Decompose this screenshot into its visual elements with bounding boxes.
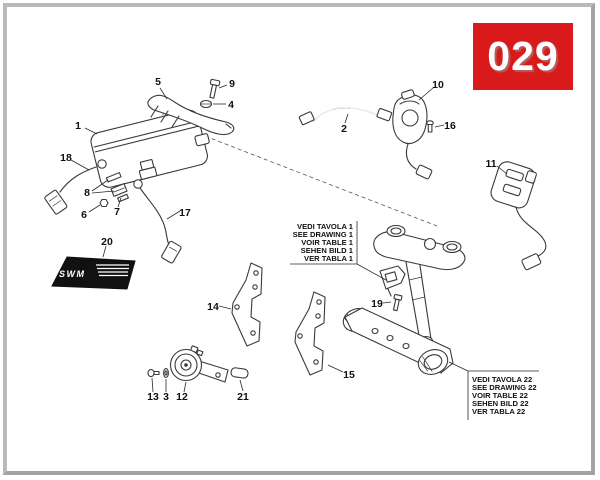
- part-top-triple-clamp: [373, 224, 466, 271]
- part-bolt-13: [147, 368, 160, 378]
- part-spacer-7: [117, 193, 129, 203]
- page-badge: 029: [473, 23, 573, 90]
- part-switch-11: [490, 161, 547, 271]
- part-spacer-21: [230, 367, 249, 379]
- part-cable-17: [133, 179, 182, 264]
- callout-19: 19: [371, 298, 383, 310]
- note-line: VER TABLA 1: [304, 254, 353, 263]
- note-line: SEHEN BILD 22: [472, 399, 529, 408]
- part-bottom-triple-clamp: [342, 307, 454, 375]
- callout-13: 13: [147, 391, 159, 403]
- part-bracket-15: [294, 291, 326, 376]
- callout-15: 15: [343, 369, 355, 381]
- callout-21: 21: [237, 391, 249, 403]
- note-see-drawing-1: VEDI TAVOLA 1 SEE DRAWING 1 VOIR TABLE 1…: [279, 223, 353, 263]
- note-line: SEE DRAWING 22: [472, 383, 537, 392]
- callout-14: 14: [207, 301, 219, 313]
- part-grommet-4: [199, 99, 213, 109]
- note-see-drawing-22: VEDI TAVOLA 22 SEE DRAWING 22 VOIR TABLE…: [472, 376, 558, 416]
- note22-leader: [448, 361, 469, 372]
- callout-3: 3: [163, 391, 169, 403]
- callout-6: 6: [81, 209, 87, 221]
- callout-4: 4: [228, 99, 234, 111]
- callout-11: 11: [485, 158, 496, 170]
- part-screw-9: [209, 78, 221, 99]
- part-horn-12: [169, 345, 229, 383]
- callout-20: 20: [101, 236, 113, 248]
- part-swm-decal: SWM: [51, 256, 136, 290]
- callout-10: 10: [432, 79, 444, 91]
- construction-dashed-line: [191, 130, 438, 227]
- callout-18: 18: [60, 152, 72, 164]
- part-mounting-bracket: [147, 94, 235, 136]
- note-line: VEDI TAVOLA 22: [472, 375, 533, 384]
- page-frame: [3, 3, 595, 475]
- part-cable-guide-bracket: [379, 265, 406, 297]
- part-speedometer-cluster: [90, 109, 210, 188]
- callout-12: 12: [176, 391, 188, 403]
- part-bolt-19: [392, 293, 403, 312]
- note1-leader: [356, 263, 387, 281]
- note-line: SEHEN BILD 1: [300, 246, 353, 255]
- note-line: SEE DRAWING 1: [292, 230, 353, 239]
- note-line: VOIR TABLE 22: [472, 391, 528, 400]
- callout-9: 9: [229, 78, 235, 90]
- note-line: VER TABLA 22: [472, 407, 526, 416]
- callout-1: 1: [75, 120, 81, 132]
- part-washer-3: [163, 368, 169, 378]
- part-screw-16: [426, 120, 434, 133]
- part-switch-10: [392, 89, 433, 180]
- note-line: VOIR TABLE 1: [301, 238, 353, 247]
- part-nut-6: [99, 198, 109, 208]
- callout-leaders: [70, 84, 508, 393]
- callout-5: 5: [155, 76, 161, 88]
- page-number: 029: [487, 33, 559, 79]
- part-cable-2: [298, 107, 393, 126]
- part-clips-8: [105, 172, 128, 197]
- callout-8: 8: [84, 187, 90, 199]
- callout-17: 17: [179, 207, 191, 219]
- callout-16: 16: [444, 120, 456, 132]
- part-cable-18: [44, 159, 107, 215]
- note-line: VEDI TAVOLA 1: [297, 222, 353, 231]
- callout-2: 2: [341, 123, 347, 135]
- decal-text: SWM: [59, 269, 86, 279]
- part-bracket-14: [231, 262, 263, 347]
- callout-7: 7: [114, 206, 120, 218]
